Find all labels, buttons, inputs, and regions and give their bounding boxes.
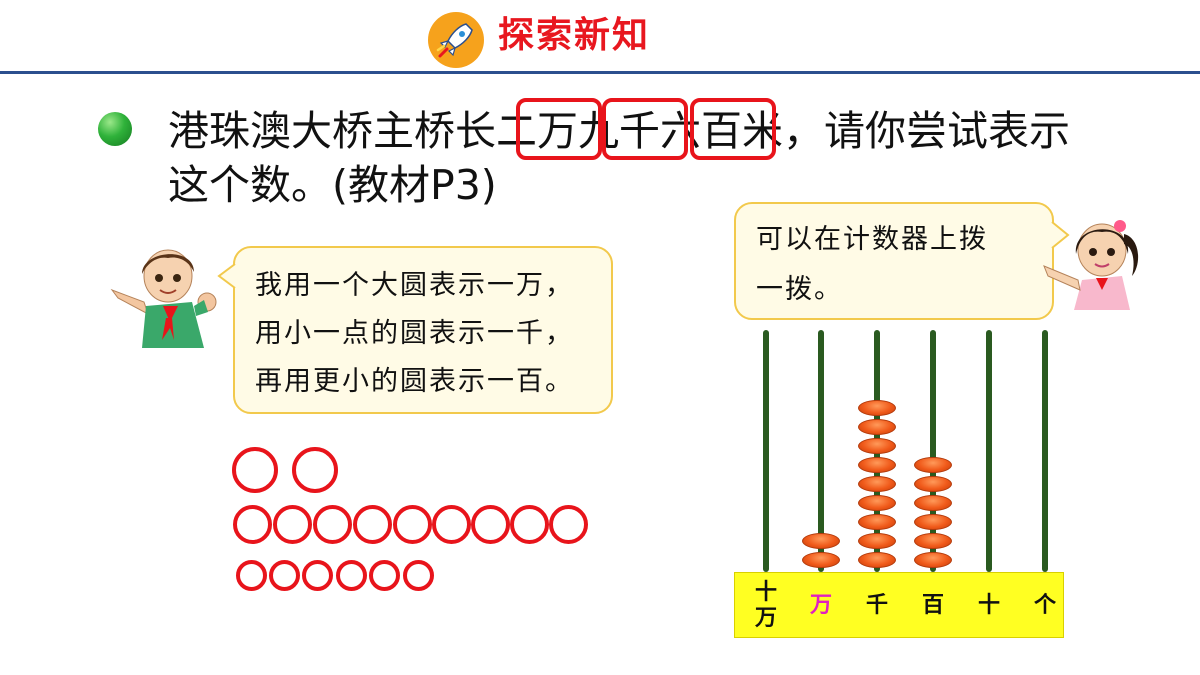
girl-character xyxy=(1043,220,1139,310)
boy-bubble-tail xyxy=(217,263,236,289)
rocket-icon xyxy=(428,12,484,68)
girl-bubble-line-2: 一拨。 xyxy=(756,274,843,305)
abacus-bead[interactable] xyxy=(858,514,896,530)
abacus-bead[interactable] xyxy=(914,552,952,568)
abacus-bead[interactable] xyxy=(858,438,896,454)
girl-speech-bubble: 可以在计数器上拨 一拨。 xyxy=(734,202,1054,320)
small-circle xyxy=(236,560,267,591)
highlight-six-hundred: 六百 xyxy=(660,107,742,155)
boy-bubble-line-2: 用小一点的圆表示一千， xyxy=(255,318,574,349)
abacus-bead[interactable] xyxy=(858,457,896,473)
question-line-2: 这个数。(教材P3) xyxy=(168,161,497,209)
question-line-1: 港珠澳大桥主桥长二万九千六百米，请你尝试表示 xyxy=(168,104,1070,158)
large-circle xyxy=(232,447,278,493)
abacus-bead[interactable] xyxy=(858,419,896,435)
abacus-rod-ones xyxy=(1042,330,1048,572)
medium-circle xyxy=(471,505,510,544)
medium-circle xyxy=(353,505,392,544)
small-circle xyxy=(269,560,300,591)
boy-bubble-line-3: 再用更小的圆表示一百。 xyxy=(255,366,574,397)
boy-speech-bubble: 我用一个大圆表示一万， 用小一点的圆表示一千， 再用更小的圆表示一百。 xyxy=(233,246,613,414)
abacus-bead[interactable] xyxy=(914,457,952,473)
abacus-bead[interactable] xyxy=(858,495,896,511)
place-label-thousands: 千 xyxy=(865,593,888,618)
girl-bubble-line-1: 可以在计数器上拨 xyxy=(756,224,988,255)
abacus-rod-ten-thousands xyxy=(818,330,824,572)
highlight-two-ten-thousand: 二万 xyxy=(496,107,578,155)
page-title: 探索新知 xyxy=(498,15,651,56)
highlight-box-2 xyxy=(602,98,688,160)
place-label-tens: 十 xyxy=(977,593,1000,618)
medium-circle xyxy=(549,505,588,544)
abacus-bead[interactable] xyxy=(802,552,840,568)
highlight-nine-thousand: 九千 xyxy=(578,107,660,155)
place-label-ones: 个 xyxy=(1033,593,1056,618)
place-label-hundreds: 百 xyxy=(921,593,944,618)
girl-bubble-tail xyxy=(1051,221,1070,249)
bullet-icon xyxy=(98,112,132,146)
boy-character xyxy=(110,249,217,348)
abacus-bead[interactable] xyxy=(802,533,840,549)
abacus-bead[interactable] xyxy=(858,476,896,492)
small-circle xyxy=(369,560,400,591)
abacus-bead[interactable] xyxy=(914,495,952,511)
small-circle xyxy=(302,560,333,591)
medium-circle xyxy=(273,505,312,544)
place-label-hundred-thousands: 十 万 xyxy=(754,580,777,631)
boy-bubble-line-1: 我用一个大圆表示一万， xyxy=(255,270,574,301)
highlight-box-1 xyxy=(516,98,602,160)
medium-circle xyxy=(233,505,272,544)
place-label-ten-thousands: 万 xyxy=(809,593,832,618)
abacus-bead[interactable] xyxy=(858,552,896,568)
abacus-base xyxy=(734,572,1064,638)
highlight-box-3 xyxy=(690,98,776,160)
medium-circle xyxy=(393,505,432,544)
question-text-pre: 港珠澳大桥主桥长 xyxy=(168,107,496,155)
medium-circle xyxy=(510,505,549,544)
abacus-rod-hundreds xyxy=(930,330,936,572)
medium-circle xyxy=(432,505,471,544)
abacus-bead[interactable] xyxy=(914,533,952,549)
abacus-bead[interactable] xyxy=(914,476,952,492)
abacus-bead[interactable] xyxy=(858,400,896,416)
medium-circle xyxy=(313,505,352,544)
abacus-rod-hundred-thousands xyxy=(763,330,769,572)
question-text-post: 米，请你尝试表示 xyxy=(742,107,1070,155)
small-circle xyxy=(403,560,434,591)
abacus-rod-tens xyxy=(986,330,992,572)
small-circle xyxy=(336,560,367,591)
header-divider xyxy=(0,71,1200,74)
large-circle xyxy=(292,447,338,493)
abacus-bead[interactable] xyxy=(914,514,952,530)
abacus-bead[interactable] xyxy=(858,533,896,549)
